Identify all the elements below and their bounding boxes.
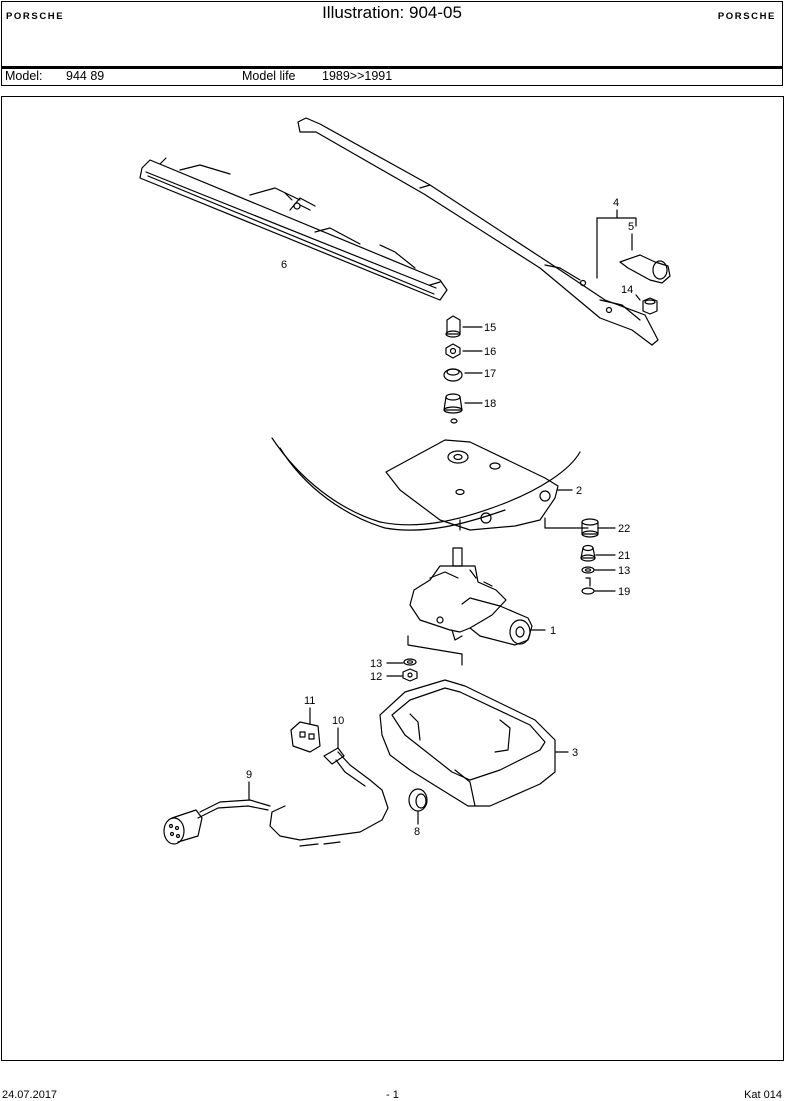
part-13-washer-left <box>403 658 417 666</box>
page-title: Illustration: 904-05 <box>322 3 462 22</box>
part-16-nut <box>445 343 461 359</box>
wiper-motor <box>409 547 533 646</box>
cable-plug <box>163 799 341 847</box>
callout-9: 9 <box>246 769 252 781</box>
callout-1: 1 <box>550 625 556 637</box>
header-box: PORSCHE Illustration: 904-05 PORSCHE <box>1 1 783 67</box>
porsche-logo-right: PORSCHE <box>717 11 776 22</box>
callout-13-left: 13 <box>370 658 382 670</box>
mounting-plate <box>385 439 559 531</box>
part-8-grommet <box>408 788 428 812</box>
part-17-washer <box>443 368 463 382</box>
callout-10: 10 <box>332 715 344 727</box>
model-label: Model: <box>5 69 43 83</box>
callout-8: 8 <box>414 826 420 838</box>
part-21-bushing <box>580 544 596 562</box>
arm-nut <box>642 297 658 315</box>
model-value: 944 89 <box>66 69 105 83</box>
callout-4: 4 <box>613 197 619 209</box>
part-15-cap <box>445 315 461 338</box>
model-bar: Model: 944 89 Model life 1989>>1991 <box>1 69 783 86</box>
header-rule <box>1 67 783 69</box>
callout-2: 2 <box>576 485 582 497</box>
callout-14: 14 <box>621 284 633 296</box>
callout-21: 21 <box>618 550 630 562</box>
callout-19: 19 <box>618 586 630 598</box>
callout-6: 6 <box>281 259 287 271</box>
page-number: - 1 <box>386 1089 399 1101</box>
part-18-grommet <box>443 393 463 424</box>
model-life-label: Model life <box>242 69 296 83</box>
callout-3: 3 <box>572 747 578 759</box>
bracket-4-5 <box>596 209 637 227</box>
callout-17: 17 <box>484 368 496 380</box>
leader-14 <box>635 294 641 301</box>
callout-18: 18 <box>484 398 496 410</box>
hatch-outline <box>271 437 581 526</box>
callout-5: 5 <box>628 221 634 233</box>
bracket-2 <box>544 517 589 529</box>
motor-cover <box>379 679 556 807</box>
callout-16: 16 <box>484 346 496 358</box>
part-22-grommet <box>581 518 599 538</box>
arm-cap <box>619 254 671 284</box>
catalog-number: Kat 014 <box>744 1089 782 1101</box>
wiper-blade <box>139 157 448 301</box>
terminal-pins <box>269 747 389 841</box>
part-19-screw <box>581 577 595 595</box>
part-12-nut <box>402 668 418 682</box>
connector-housing <box>290 721 321 753</box>
print-date: 24.07.2017 <box>2 1089 58 1101</box>
callout-22: 22 <box>618 523 630 535</box>
callout-15: 15 <box>484 322 496 334</box>
callout-12: 12 <box>370 671 382 683</box>
model-life-value: 1989>>1991 <box>322 69 393 83</box>
bracket-1 <box>407 635 463 666</box>
illustration-frame <box>1 96 784 1061</box>
wiper-arm <box>297 117 659 346</box>
porsche-logo-left: PORSCHE <box>6 11 65 22</box>
callout-13-right: 13 <box>618 565 630 577</box>
callout-11: 11 <box>304 695 315 707</box>
part-13-washer-right <box>581 566 595 574</box>
hatch-outline-inner <box>279 447 506 531</box>
